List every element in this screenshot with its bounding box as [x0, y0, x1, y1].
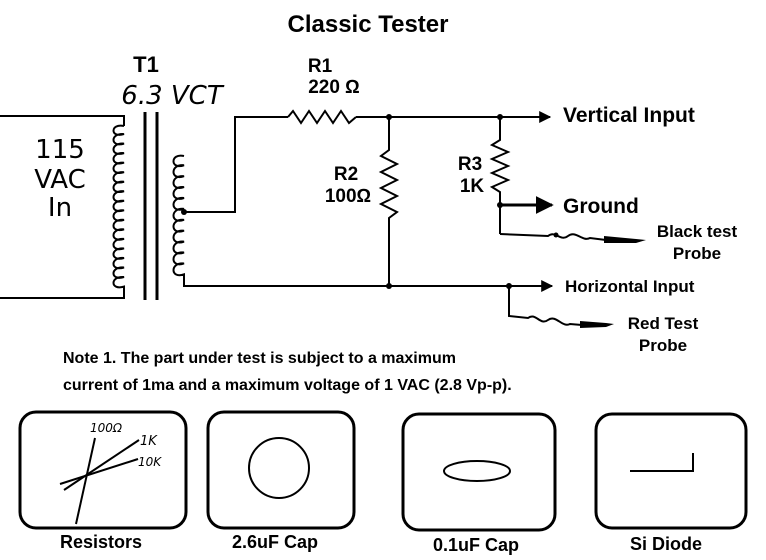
- primary-lead-top: [0, 115, 125, 126]
- trace-1k: [63, 439, 140, 491]
- r3-label: R3: [458, 154, 482, 175]
- primary-label-line-2: VAC: [34, 165, 86, 195]
- primary-label-line-3: In: [48, 193, 72, 223]
- red-probe-label-line-1: Red Test: [628, 314, 699, 333]
- trace-label-1k: 1K: [140, 434, 158, 449]
- panel-resistors-frame: [18, 410, 188, 530]
- r2-label: R2: [334, 164, 358, 185]
- ground-label: Ground: [563, 195, 639, 218]
- note-line-1: Note 1. The part under test is subject t…: [63, 350, 456, 367]
- vertical-input-label: Vertical Input: [563, 104, 695, 127]
- r1-resistor: [287, 109, 357, 125]
- bottom-rail: [183, 276, 389, 287]
- trace-label-100-ohm: 100Ω: [90, 421, 123, 435]
- black-probe-lead: [499, 233, 607, 241]
- primary-coil: [112, 124, 125, 289]
- horizontal-input-label: Horizontal Input: [565, 277, 695, 296]
- primary-lead-bottom: [0, 288, 125, 299]
- red-probe-lead: [508, 286, 583, 326]
- panel-0-1uf-frame: [401, 412, 557, 532]
- black-probe-tip: [604, 236, 646, 243]
- trace-100-ohm: [75, 437, 96, 525]
- panel-0-1uf-cap: 0.1uF Cap: [401, 412, 557, 555]
- trace-circle: [248, 437, 310, 499]
- panel-si-diode: Si Diode: [594, 412, 748, 554]
- panel-si-diode-caption: Si Diode: [630, 534, 702, 554]
- panel-2-6uf-cap: 2.6uF Cap: [206, 410, 356, 552]
- r3-resistor: [489, 117, 511, 234]
- circuit-wiring: [183, 109, 646, 328]
- black-probe-label-line-2: Probe: [673, 244, 721, 263]
- r2-resistor: [378, 117, 400, 286]
- trace-label-10k: 10K: [138, 455, 162, 469]
- trace-10k: [59, 458, 139, 485]
- t1-label: T1: [133, 52, 159, 77]
- t1-rating: 6.3 VCT: [121, 81, 225, 111]
- r3-value: 1K: [460, 176, 485, 197]
- r1-label: R1: [308, 56, 333, 77]
- diagram-title: Classic Tester: [288, 11, 449, 38]
- center-tap-wire: [184, 116, 288, 213]
- red-probe-label-line-2: Probe: [639, 336, 687, 355]
- panel-resistors: 100Ω 1K 10K Resistors: [18, 410, 188, 552]
- note-line-2: current of 1ma and a maximum voltage of …: [63, 377, 512, 394]
- trace-ellipse: [443, 460, 511, 482]
- red-probe-tip: [580, 321, 614, 328]
- secondary-coil: [172, 154, 185, 277]
- transformer-t1: T1 6.3 VCT 115 VAC In: [0, 52, 225, 300]
- primary-label-line-1: 115: [35, 135, 85, 165]
- r2-value: 100Ω: [325, 186, 371, 207]
- trace-diode-curve: [630, 453, 694, 472]
- panel-resistors-caption: Resistors: [60, 532, 142, 552]
- panel-2-6uf-frame: [206, 410, 356, 530]
- black-probe-dot: [553, 232, 559, 238]
- panel-2-6uf-caption: 2.6uF Cap: [232, 532, 318, 552]
- black-probe-label-line-1: Black test: [657, 222, 738, 241]
- panel-si-diode-frame: [594, 412, 748, 530]
- r1-value: 220 Ω: [308, 77, 360, 98]
- panel-0-1uf-caption: 0.1uF Cap: [433, 535, 519, 555]
